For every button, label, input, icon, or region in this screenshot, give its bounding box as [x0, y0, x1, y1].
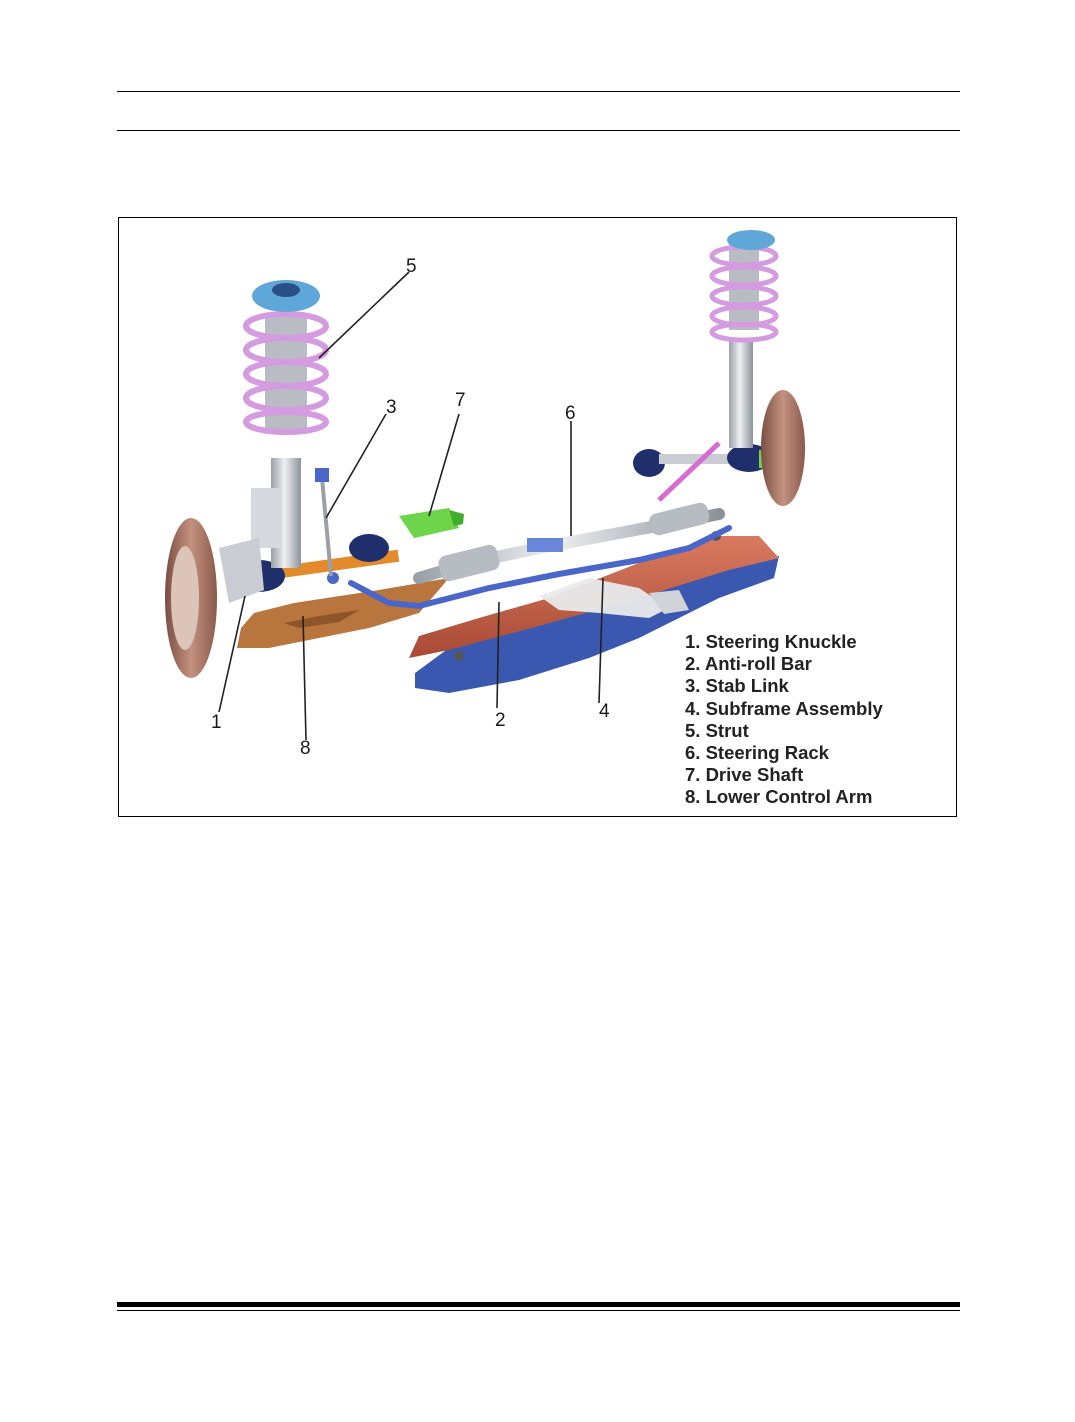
steering-knuckle [165, 518, 264, 678]
component-legend: 1. Steering Knuckle 2. Anti-roll Bar 3. … [685, 631, 883, 809]
callout-3: 3 [386, 397, 397, 418]
strut-left [243, 280, 329, 568]
leader-lines [218, 271, 604, 741]
callout-7: 7 [455, 390, 466, 411]
legend-item: 5. Strut [685, 719, 749, 741]
footer-rule-thin [117, 1310, 960, 1311]
legend-item: 6. Steering Rack [685, 742, 829, 764]
legend-item: 7. Drive Shaft [685, 764, 804, 786]
callout-4: 4 [599, 701, 610, 722]
drive-shaft-right [633, 441, 779, 502]
stab-link [315, 468, 333, 577]
steering-rack [413, 502, 725, 584]
legend-item: 2. Anti-roll Bar [685, 653, 812, 675]
header-rule-top [117, 91, 960, 92]
suspension-figure: 1 2 3 4 5 6 7 8 1. Steering Knuckle 2. A… [118, 217, 957, 817]
legend-item: 1. Steering Knuckle [685, 631, 857, 652]
legend-item: 8. Lower Control Arm [685, 786, 873, 808]
legend-item: 4. Subframe Assembly [685, 697, 883, 719]
callout-6: 6 [565, 403, 576, 424]
legend-item: 3. Stab Link [685, 675, 789, 697]
callout-8: 8 [300, 738, 311, 759]
footer-rule-thick [117, 1302, 960, 1307]
header-rule-bottom [117, 130, 960, 131]
callout-numbers: 1 2 3 4 5 6 7 8 [211, 256, 610, 759]
strut-right [709, 230, 805, 506]
subframe-assembly [409, 531, 779, 693]
suspension-illustration: 1 2 3 4 5 6 7 8 [165, 230, 805, 759]
callout-2: 2 [495, 710, 506, 731]
callout-5: 5 [406, 256, 417, 277]
callout-1: 1 [211, 712, 222, 733]
